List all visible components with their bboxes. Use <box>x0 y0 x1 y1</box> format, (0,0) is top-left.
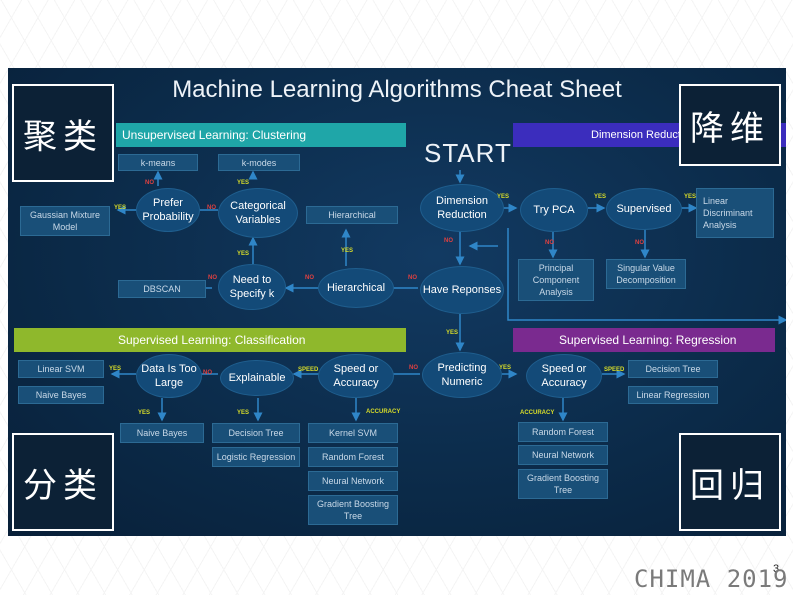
edge-no-label: NO <box>203 370 212 376</box>
kernel-svm-box: Kernel SVM <box>308 423 398 443</box>
svd-box: Singular Value Decomposition <box>606 259 686 289</box>
kmeans-box: k-means <box>118 154 198 171</box>
decision-tree-box: Decision Tree <box>628 360 718 378</box>
edge-no-label: NO <box>444 238 453 244</box>
edge-yes-label: YES <box>109 366 122 372</box>
dimension-reduction-node: Dimension Reduction <box>420 184 504 232</box>
categorical-variables-node: Categorical Variables <box>218 188 298 238</box>
hierarchical-node: Hierarchical <box>318 268 394 308</box>
chinese-label-regression: 回归 <box>679 433 781 531</box>
edge-yes-label: YES <box>237 251 250 257</box>
chinese-label-classification: 分类 <box>12 433 114 531</box>
edge-yes-label: YES <box>684 194 697 200</box>
lda-box: Linear Discriminant Analysis <box>696 188 774 238</box>
slide-title: Machine Learning Algorithms Cheat Sheet <box>172 76 622 103</box>
gradient-boosting-tree-box: Gradient Boosting Tree <box>308 495 398 525</box>
edge-yes-label: YES <box>237 410 250 416</box>
edge-yes-label: YES <box>138 410 151 416</box>
edge-yes-label: YES <box>237 180 250 186</box>
random-forest-box: Random Forest <box>518 422 608 442</box>
classification-banner: Supervised Learning: Classification <box>14 328 406 352</box>
logistic-regression-box: Logistic Regression <box>212 447 300 467</box>
edge-yes-label: YES <box>446 330 459 336</box>
edge-no-label: NO <box>408 275 417 281</box>
supervised-node: Supervised <box>606 188 682 230</box>
edge-no-label: NO <box>545 240 554 246</box>
start-label: START <box>424 138 512 168</box>
clustering-banner: Unsupervised Learning: Clustering <box>116 123 406 147</box>
edge-yes-label: YES <box>497 194 510 200</box>
edge-speed-label: SPEED <box>604 367 625 373</box>
decision-tree-box: Decision Tree <box>212 423 300 443</box>
edge-no-label: NO <box>208 275 217 281</box>
edge-yes-label: YES <box>499 365 512 371</box>
data-too-large-node: Data Is Too Large <box>136 354 202 398</box>
gaussian-box: Gaussian Mixture Model <box>20 206 110 236</box>
have-responses-node: Have Reponses <box>420 266 504 314</box>
need-specify-k-node: Need to Specify k <box>218 264 286 310</box>
edge-speed-label: SPEED <box>298 367 319 373</box>
edge-no-label: NO <box>145 180 154 186</box>
edge-yes-label: YES <box>594 194 607 200</box>
page-number: 3 <box>773 563 780 575</box>
prefer-probability-node: Prefer Probability <box>136 188 200 232</box>
explainable-node: Explainable <box>220 360 294 396</box>
random-forest-box: Random Forest <box>308 447 398 467</box>
neural-network-box: Neural Network <box>518 445 608 465</box>
chinese-label-dimension: 降维 <box>679 84 781 166</box>
linear-regression-box: Linear Regression <box>628 386 718 404</box>
chinese-label-clustering: 聚类 <box>12 84 114 182</box>
edge-yes-label: YES <box>114 205 127 211</box>
cheat-sheet-slide: Machine Learning Algorithms Cheat Sheet … <box>8 68 786 536</box>
naive-bayes-box: Naive Bayes <box>120 423 204 443</box>
naive-bayes-box: Naive Bayes <box>18 386 104 404</box>
regression-banner: Supervised Learning: Regression <box>513 328 775 352</box>
hierarchical-box: Hierarchical <box>306 206 398 224</box>
dbscan-box: DBSCAN <box>118 280 206 298</box>
edge-no-label: NO <box>635 240 644 246</box>
edge-no-label: NO <box>409 365 418 371</box>
gradient-boosting-tree-box: Gradient Boosting Tree <box>518 469 608 499</box>
edge-accuracy-label: ACCURACY <box>366 409 401 415</box>
kmodes-box: k-modes <box>218 154 300 171</box>
predicting-numeric-node: Predicting Numeric <box>422 352 502 398</box>
pca-box: Principal Component Analysis <box>518 259 594 301</box>
speed-accuracy-regression-node: Speed or Accuracy <box>526 354 602 398</box>
try-pca-node: Try PCA <box>520 188 588 232</box>
edge-yes-label: YES <box>341 248 354 254</box>
speed-accuracy-classification-node: Speed or Accuracy <box>318 354 394 398</box>
edge-no-label: NO <box>305 275 314 281</box>
neural-network-box: Neural Network <box>308 471 398 491</box>
edge-accuracy-label: ACCURACY <box>520 410 555 416</box>
linear-svm-box: Linear SVM <box>18 360 104 378</box>
edge-no-label: NO <box>207 205 216 211</box>
footer-text: CHIMA 2019 <box>634 565 789 593</box>
